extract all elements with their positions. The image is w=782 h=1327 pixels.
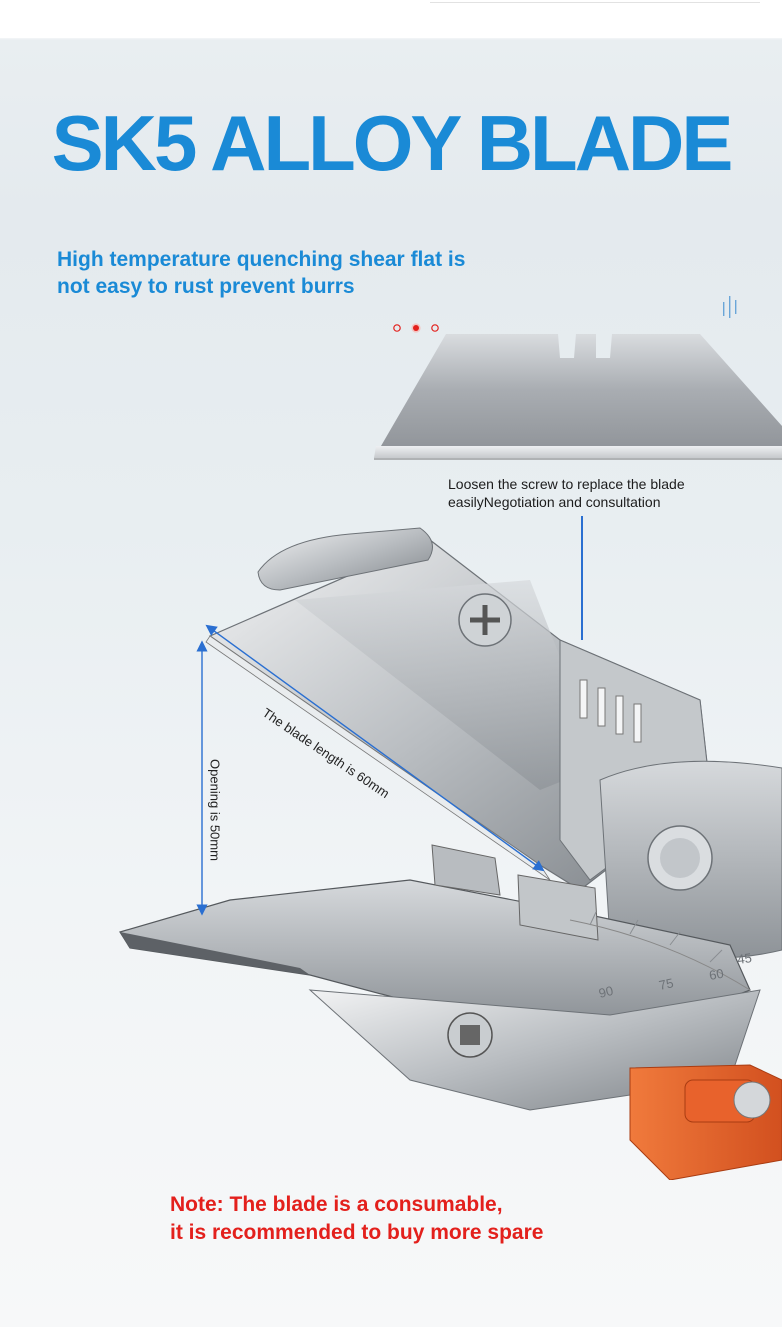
callout-pointer-line xyxy=(581,516,583,640)
note-line-1: Note: The blade is a consumable, xyxy=(170,1193,503,1216)
blade-replace-callout: Loosen the screw to replace the blade ea… xyxy=(448,475,768,511)
scale-mark: 75 xyxy=(658,975,675,993)
top-white-strip xyxy=(0,0,782,38)
scale-mark: 45 xyxy=(736,950,752,967)
subtitle-line-2: not easy to rust prevent burrs xyxy=(57,275,355,298)
note-line-2: it is recommended to buy more spare xyxy=(170,1221,544,1244)
spare-blade-image xyxy=(374,334,782,460)
angle-scale-labels: 45 60 75 90 xyxy=(597,950,753,1001)
carousel-dots-icon xyxy=(393,323,439,333)
scale-mark: 90 xyxy=(597,983,615,1001)
decorative-bars-icon xyxy=(723,296,737,318)
opening-dimension-label: Opening is 50mm xyxy=(207,759,223,861)
scale-mark: 60 xyxy=(708,966,725,983)
subtitle-line-1: High temperature quenching shear flat is xyxy=(57,248,466,271)
callout-line-1: Loosen the screw to replace the blade xyxy=(448,476,685,492)
page-title: SK5 ALLOY BLADE xyxy=(51,99,734,187)
top-divider xyxy=(430,2,760,3)
consumable-note: Note: The blade is a consumable, it is r… xyxy=(170,1191,730,1247)
subtitle: High temperature quenching shear flat is… xyxy=(57,246,577,300)
callout-line-2: easilyNegotiation and consultation xyxy=(448,494,661,510)
